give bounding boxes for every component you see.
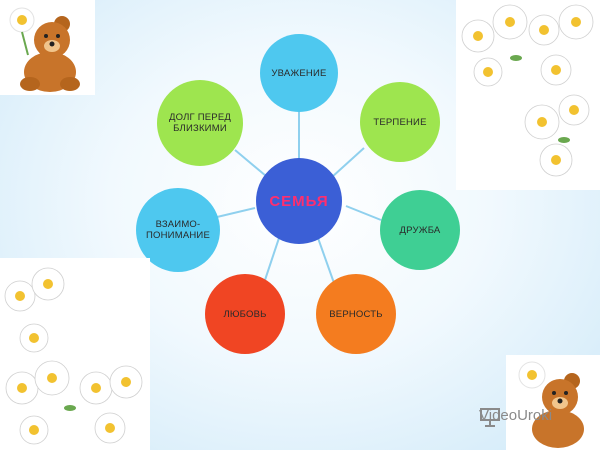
teddy-bear-icon (9, 7, 80, 92)
node-terpenie-label: ТЕРПЕНИЕ (373, 116, 427, 128)
daisies-image-bottom-left (0, 258, 150, 450)
connector-dolg (234, 149, 267, 177)
node-vernost-label: ВЕРНОСТЬ (329, 308, 383, 320)
node-dolg: ДОЛГ ПЕРЕД БЛИЗКИМИ (157, 80, 243, 166)
node-druzhba-label: ДРУЖБА (399, 224, 441, 236)
connector-vernost (317, 237, 335, 284)
node-center-label: СЕМЬЯ (269, 192, 329, 210)
node-druzhba: ДРУЖБА (380, 190, 460, 270)
connector-terpenie (331, 147, 365, 178)
connector-vzaimoponimanie (216, 207, 256, 218)
node-vzaimoponimanie: ВЗАИМО- ПОНИМАНИЕ (136, 188, 220, 272)
daisies-image-top-right (456, 0, 600, 190)
node-dolg-label: ДОЛГ ПЕРЕД БЛИЗКИМИ (168, 112, 231, 134)
node-lyubov-label: ЛЮБОВЬ (223, 308, 267, 320)
connector-druzhba (345, 205, 382, 221)
node-uvazhenie: УВАЖЕНИЕ (260, 34, 338, 112)
daisy-flowers-icon (461, 4, 594, 177)
watermark: VideoUroki (479, 407, 552, 427)
teddy-bear-image-bottom-right (506, 355, 600, 450)
presentation-board-icon (480, 408, 500, 427)
node-center-semya: СЕМЬЯ (256, 158, 342, 244)
node-terpenie: ТЕРПЕНИЕ (360, 82, 440, 162)
teddy-bear-icon (518, 361, 584, 448)
teddy-bear-image-top-left (0, 0, 95, 95)
node-lyubov: ЛЮБОВЬ (205, 274, 285, 354)
daisy-flowers-icon (4, 267, 143, 445)
node-vzaimoponimanie-label: ВЗАИМО- ПОНИМАНИЕ (146, 219, 210, 241)
node-uvazhenie-label: УВАЖЕНИЕ (271, 67, 327, 79)
connector-lyubov (263, 237, 280, 284)
node-vernost: ВЕРНОСТЬ (316, 274, 396, 354)
